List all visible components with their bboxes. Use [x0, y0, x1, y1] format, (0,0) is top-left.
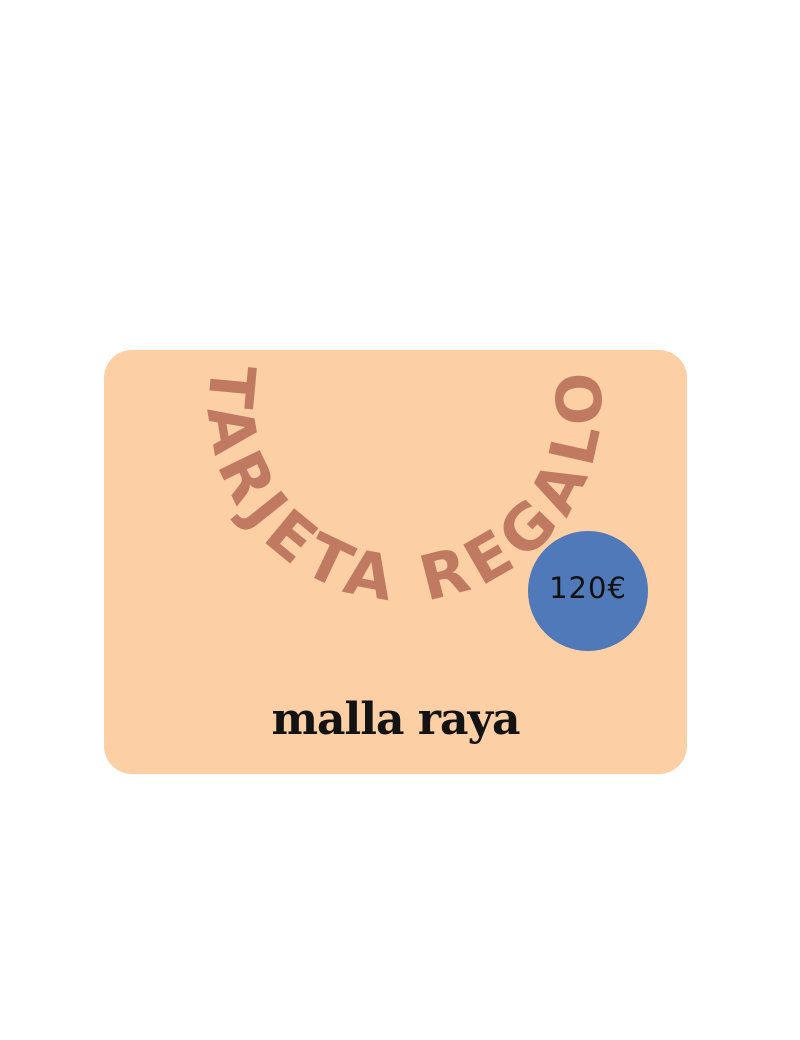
amount-badge: 120€ — [528, 531, 648, 651]
amount-text: 120€ — [549, 571, 627, 605]
gift-card: TARJETA REGALO 120€ malla raya — [104, 350, 687, 774]
brand-logo: malla raya — [271, 694, 520, 745]
